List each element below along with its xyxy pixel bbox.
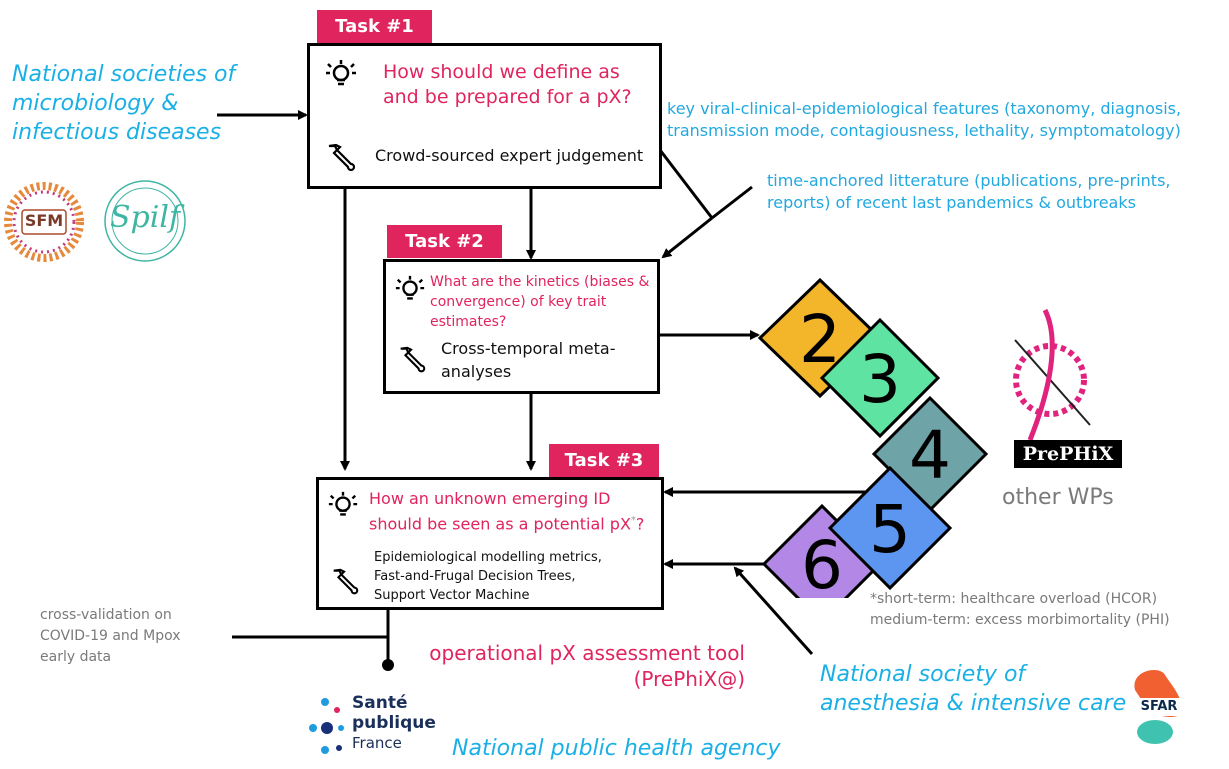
line-literature-to-merge bbox=[711, 185, 753, 220]
footnote: *short-term: healthcare overload (HCOR) … bbox=[870, 591, 1170, 628]
task3-tag: Task #3 bbox=[549, 444, 659, 477]
wrench-icon bbox=[324, 141, 358, 179]
prephix-logo: PrePHiX bbox=[990, 300, 1130, 475]
wp3-label: 3 bbox=[859, 341, 901, 418]
wp-diamonds: 2 3 4 5 6 bbox=[757, 278, 989, 598]
tool-output-dot bbox=[382, 659, 394, 671]
arrow-merge-to-task2 bbox=[661, 216, 713, 259]
lightbulb-icon bbox=[394, 274, 426, 310]
task1-question: How should we define as and be prepared … bbox=[383, 61, 632, 108]
sfar-logo: SFAR bbox=[1120, 660, 1200, 750]
lightbulb-icon bbox=[324, 58, 358, 96]
anesthesia-society-label: National society of anesthesia & intensi… bbox=[820, 662, 1127, 716]
task3-question: How an unknown emerging ID should be see… bbox=[369, 489, 645, 534]
task1-tag: Task #1 bbox=[317, 10, 432, 43]
left-societies-label: National societies of microbiology & inf… bbox=[12, 62, 236, 145]
wrench-icon bbox=[396, 344, 428, 380]
task2-method: Cross-temporal meta-analyses bbox=[441, 339, 616, 381]
task3-box: How an unknown emerging ID should be see… bbox=[316, 477, 664, 610]
task3-method: Epidemiological modelling metrics, Fast-… bbox=[374, 550, 602, 603]
public-health-agency-label: National public health agency bbox=[452, 736, 781, 761]
spf-logo: Santé publique France bbox=[305, 690, 445, 765]
wp6-label: 6 bbox=[801, 527, 843, 598]
spilf-logo: Spilf bbox=[100, 176, 190, 266]
task1-box: How should we define as and be prepared … bbox=[307, 43, 662, 189]
task2-tag: Task #2 bbox=[387, 225, 502, 258]
task2-question: What are the kinetics (biases & converge… bbox=[430, 274, 650, 330]
wp3-diamond bbox=[819, 317, 941, 439]
task2-box: What are the kinetics (biases & converge… bbox=[383, 259, 660, 394]
other-wps-label: other WPs bbox=[1002, 485, 1114, 510]
operational-tool-label: operational pX assessment tool (PrePhiX@… bbox=[429, 641, 745, 691]
task1-method: Crowd-sourced expert judgement bbox=[375, 146, 644, 165]
wp2-label: 2 bbox=[799, 301, 841, 378]
wp5-label: 5 bbox=[869, 491, 911, 568]
wp5-diamond bbox=[827, 465, 953, 591]
cross-validation-text: cross-validation on COVID-19 and Mpox ea… bbox=[40, 607, 181, 665]
arrow-anesthesia-to-wps bbox=[733, 566, 814, 656]
line-task1-to-merge bbox=[658, 149, 714, 219]
lightbulb-icon bbox=[327, 490, 359, 526]
literature-text: time-anchored litterature (publications,… bbox=[767, 171, 1171, 212]
sfm-logo: SFM bbox=[4, 182, 84, 262]
wp4-label: 4 bbox=[909, 417, 951, 494]
key-features-text: key viral-clinical-epidemiological featu… bbox=[667, 99, 1182, 140]
wrench-icon bbox=[329, 566, 361, 602]
